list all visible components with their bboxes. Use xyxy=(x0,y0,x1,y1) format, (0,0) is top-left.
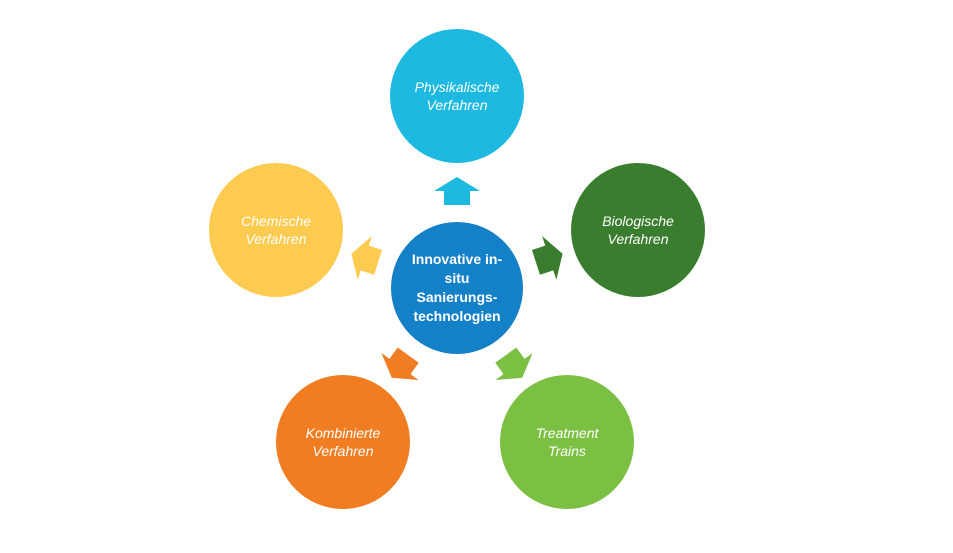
arrow-icon xyxy=(381,347,419,380)
arrow-icon xyxy=(434,177,480,205)
node-treatment-trains: Treatment Trains xyxy=(500,375,634,509)
node-physikalische-verfahren: Physikalische Verfahren xyxy=(390,29,524,163)
node-label: Biologische Verfahren xyxy=(602,213,674,247)
arrow-icon xyxy=(531,236,563,280)
node-label: Treatment Trains xyxy=(535,425,599,459)
arrow-icon xyxy=(351,236,383,280)
center-label: Innovative in-situ Sanierungs-technologi… xyxy=(411,251,503,324)
center-node: Innovative in-situ Sanierungs-technologi… xyxy=(391,222,523,354)
node-label: Chemische Verfahren xyxy=(240,213,312,247)
node-kombinierte-verfahren: Kombinierte Verfahren xyxy=(276,375,410,509)
node-label: Kombinierte Verfahren xyxy=(305,425,381,459)
node-biologische-verfahren: Biologische Verfahren xyxy=(571,163,705,297)
arrow-icon xyxy=(495,347,533,380)
node-label: Physikalische Verfahren xyxy=(414,79,500,113)
node-chemische-verfahren: Chemische Verfahren xyxy=(209,163,343,297)
